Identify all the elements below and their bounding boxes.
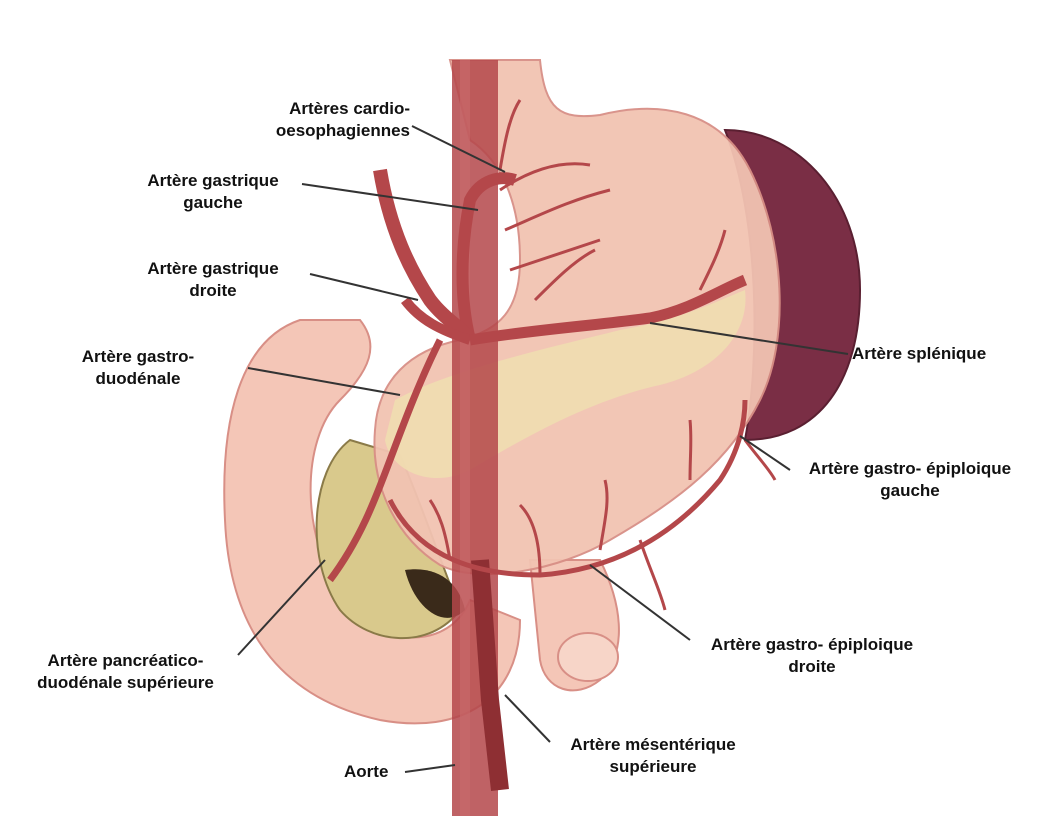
leader-mesenterique	[505, 695, 550, 742]
label-artere-gastro-epiploique-droite: Artère gastro- épiploique droite	[692, 634, 932, 678]
label-artere-gastrique-gauche: Artère gastrique gauche	[128, 170, 298, 214]
label-artere-mesenterique-superieure: Artère mésentérique supérieure	[548, 734, 758, 778]
label-artere-gastro-duodenale: Artère gastro- duodénale	[58, 346, 218, 390]
jejunum-opening	[558, 633, 618, 681]
leader-gastrique-droite	[310, 274, 418, 300]
leader-aorte	[405, 765, 455, 772]
label-artere-gastro-epiploique-gauche: Artère gastro- épiploique gauche	[790, 458, 1030, 502]
label-artere-gastrique-droite: Artère gastrique droite	[128, 258, 298, 302]
label-arteres-cardio-oesophagiennes: Artères cardio- oesophagiennes	[250, 98, 410, 142]
label-aorte: Aorte	[344, 761, 388, 783]
label-artere-pancreatico-duodenale-superieure: Artère pancréatico- duodénale supérieure	[18, 650, 233, 694]
label-artere-splenique: Artère splénique	[852, 343, 986, 365]
